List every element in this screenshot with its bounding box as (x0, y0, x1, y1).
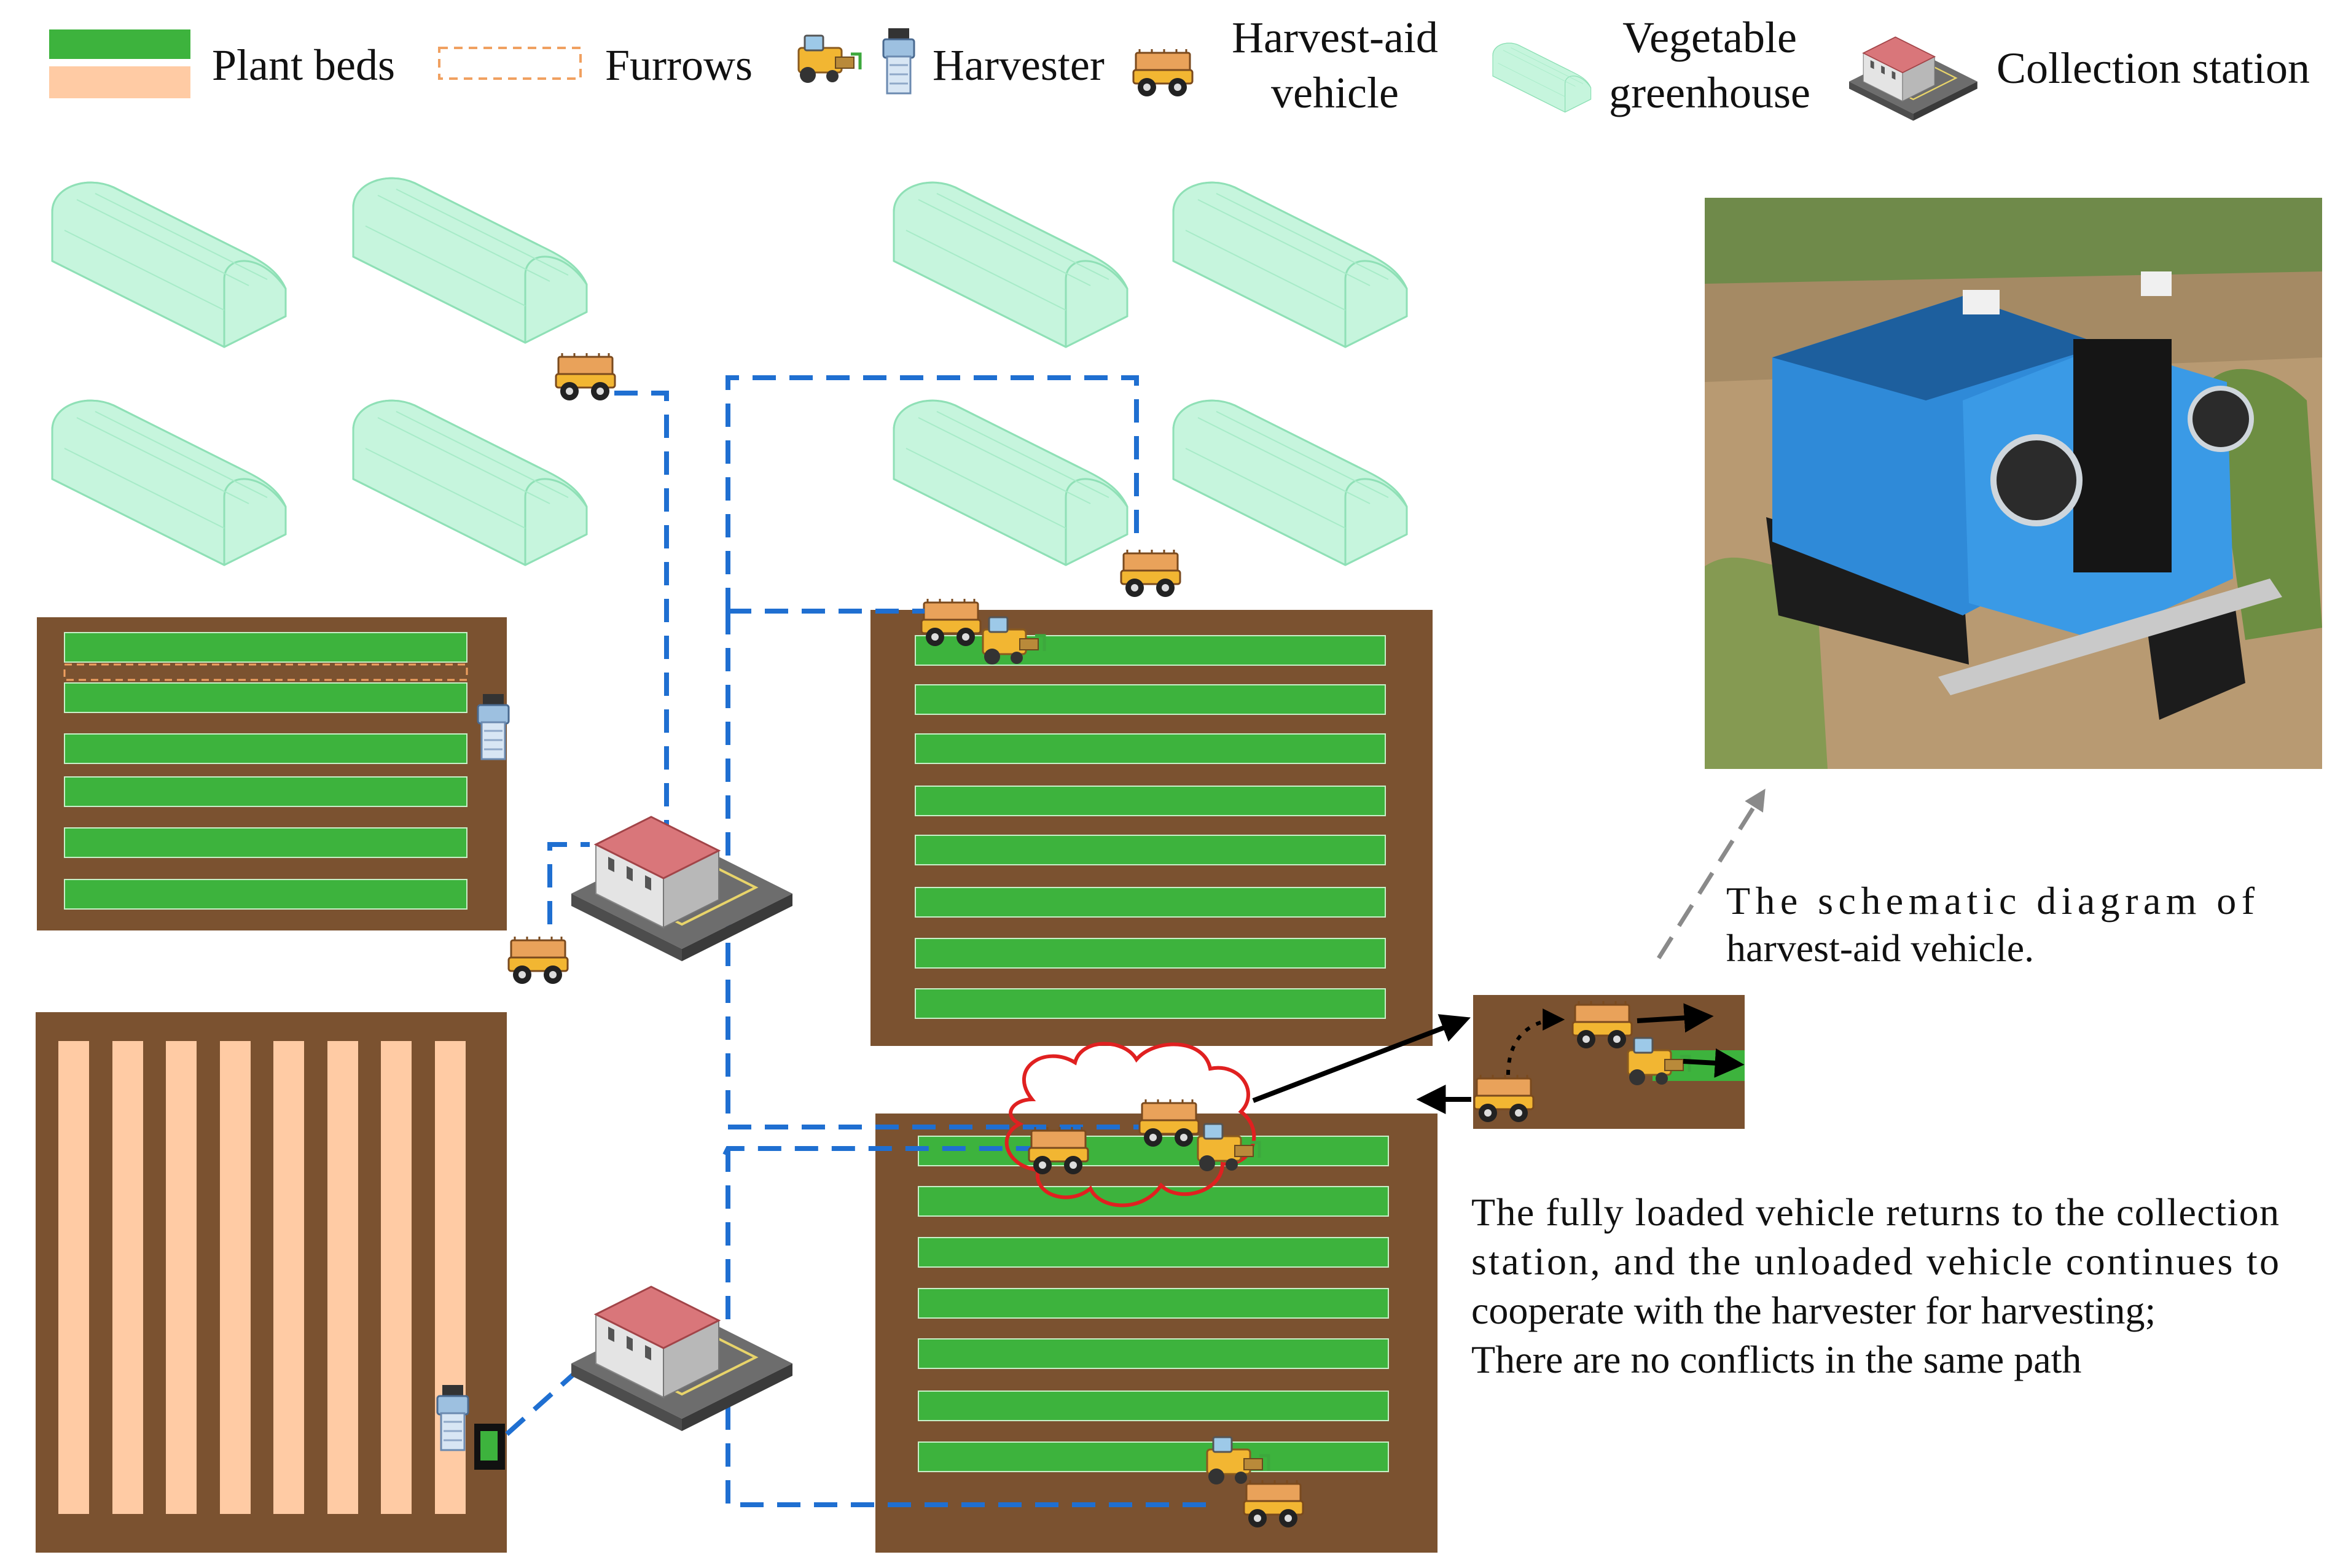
furrow (273, 1041, 304, 1514)
greenhouse (893, 399, 1128, 566)
greenhouse (1172, 181, 1408, 348)
furrow (220, 1041, 251, 1514)
route-path (614, 391, 669, 841)
furrow (166, 1041, 197, 1514)
forward-arrow (1683, 1048, 1745, 1078)
plant-bed (918, 1338, 1389, 1369)
harvest-aid-vehicle-photo (1705, 198, 2322, 769)
photo-background-trees (1705, 198, 2322, 284)
conflict-zone (1004, 1042, 1259, 1207)
route-path (726, 1149, 1216, 1507)
plant-bed (915, 938, 1386, 969)
plant-bed (64, 632, 467, 663)
plant-bed (64, 776, 467, 807)
plant-bed (915, 733, 1386, 764)
plant-bed (915, 887, 1386, 918)
legend-harvest-aid-line1: Harvest-aid (1232, 13, 1438, 62)
photo-caption-line1: The schematic diagram of (1726, 879, 2255, 922)
greenhouse-legend-icon (1492, 42, 1592, 113)
furrow (327, 1041, 358, 1514)
field-top-right (870, 598, 1433, 1046)
photo-headlight (2188, 386, 2254, 452)
photo-gnss-antenna (2141, 271, 2172, 296)
legend-greenhouse-line2: greenhouse (1609, 68, 1810, 117)
annotation-line1: The fully loaded vehicle returns to the … (1471, 1190, 2279, 1234)
annotation-line3: cooperate with the harvester for harvest… (1471, 1289, 2156, 1332)
route-path (726, 611, 1143, 1129)
plant-bed (918, 1237, 1389, 1268)
collection-station-icon (570, 816, 794, 962)
furrow-outline (63, 663, 468, 681)
harvest-aid-vehicle-icon (1120, 548, 1181, 598)
field-top-left (37, 617, 510, 930)
collection-station-icon (570, 1285, 794, 1432)
annotation-line2: station, and the unloaded vehicle contin… (1471, 1239, 2279, 1283)
walker-harvester-legend-icon (882, 27, 915, 95)
plant-bed (915, 835, 1386, 865)
soil-field (37, 617, 507, 930)
greenhouse (51, 399, 287, 566)
greenhouse (1172, 399, 1408, 566)
greenhouse (893, 181, 1128, 348)
vehicle-photo-illustration (1705, 198, 2322, 769)
route-path (505, 1352, 598, 1436)
legend-furrows-label: Furrows (605, 41, 753, 90)
plant-bed (918, 1441, 1389, 1472)
greenhouses (51, 177, 1408, 566)
photo-headlight (1990, 434, 2083, 526)
greenhouse (51, 181, 287, 348)
harvest-aid-vehicle-legend-icon (1132, 48, 1194, 98)
plant-bed (918, 1186, 1389, 1217)
field-bottom-right (875, 1114, 1437, 1553)
plant-bed (64, 733, 467, 764)
plant-bed (918, 1391, 1389, 1421)
soil-field (870, 610, 1433, 1046)
plant-bed (915, 786, 1386, 816)
vehicle-routes (505, 375, 1216, 1507)
plant-bed (64, 682, 467, 713)
legend-collection-station-label: Collection station (1997, 44, 2310, 93)
route-path (547, 842, 590, 924)
photo-gnss-antenna (1963, 290, 2000, 314)
plant-bed-swatch (49, 29, 190, 59)
photo-pointer-arrow (1657, 789, 1766, 959)
legend-greenhouse-line1: Vegetable (1622, 13, 1797, 62)
plant-bed (915, 988, 1386, 1019)
return-path-arrow (1506, 1008, 1565, 1075)
furrow (112, 1041, 143, 1514)
legend: Plant beds Furrows Harvester Harvest-aid… (49, 13, 2310, 122)
photo-cargo-bed (1772, 296, 2104, 400)
furrow (58, 1041, 89, 1514)
plant-bed (915, 684, 1386, 715)
cart-load (480, 1431, 498, 1461)
greenhouse (352, 177, 588, 344)
harvester-legend-icon (799, 36, 860, 83)
photo-front-bumper (1938, 579, 2282, 695)
legend-plant-beds-label: Plant beds (212, 41, 395, 90)
route-path (726, 375, 1139, 611)
zoom-arrow (1252, 1014, 1471, 1103)
plant-bed (64, 827, 467, 858)
plant-bed (918, 1288, 1389, 1319)
photo-control-box (2073, 339, 2172, 572)
greenhouse (352, 399, 588, 566)
furrows-legend-icon (438, 47, 582, 80)
annotation-line4: There are no conflicts in the same path (1471, 1338, 2081, 1381)
harvest-aid-vehicle-icon (507, 935, 569, 985)
plant-bed (64, 879, 467, 910)
photo-caption-line2: harvest-aid vehicle. (1726, 926, 2034, 970)
furrow (381, 1041, 412, 1514)
legend-harvester-label: Harvester (933, 41, 1105, 90)
legend-harvest-aid-line2: vehicle (1271, 68, 1399, 117)
field-bottom-left (36, 1012, 507, 1553)
collection-station-legend-icon (1848, 36, 1978, 122)
soil-field (875, 1114, 1437, 1553)
detail-inset (1252, 995, 1745, 1129)
forward-arrow (1637, 1003, 1714, 1033)
harvest-aid-vehicle-icon (555, 352, 616, 402)
furrow-swatch (49, 66, 190, 98)
